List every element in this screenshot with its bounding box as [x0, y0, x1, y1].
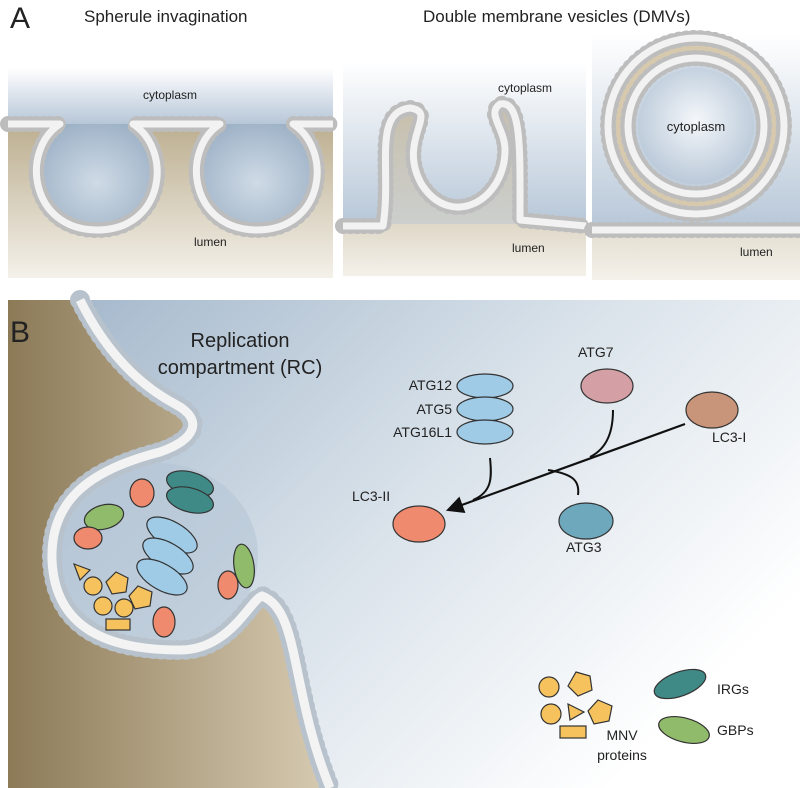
- legend-mnv-line2: proteins: [597, 747, 647, 763]
- legend-mnv-pentagon-1: [567, 671, 593, 697]
- atg3-branch: [547, 469, 580, 496]
- panel-b: B Replication compartment (RC) ATG12 ATG…: [8, 290, 800, 788]
- tile-dmv-closed: cytoplasm lumen: [584, 30, 800, 280]
- lc3-ii-protein: [392, 505, 446, 543]
- atg7-protein: [580, 368, 634, 404]
- tile-dmv-forming: cytoplasm lumen: [335, 62, 594, 276]
- lc3-ii-label: LC3-II: [352, 488, 390, 504]
- tile3-lumen: lumen: [740, 245, 773, 259]
- tile-spherule: cytoplasm lumen: [0, 68, 341, 278]
- rc-gbp-2: [233, 543, 255, 589]
- spherule-1: [38, 124, 155, 231]
- atg3-protein: [558, 502, 614, 540]
- lc3-i-label: LC3-I: [712, 429, 746, 445]
- atg7-label: ATG7: [578, 344, 614, 360]
- atg12-label: ATG12: [409, 377, 453, 393]
- spherule-2: [198, 124, 315, 231]
- lc3-i-protein: [685, 391, 739, 429]
- atg3-label: ATG3: [566, 539, 602, 555]
- panel-a-letter: A: [10, 2, 30, 35]
- tile1-cytoplasm: cytoplasm: [143, 88, 197, 102]
- rc-irg-2: [166, 486, 214, 514]
- rc-lc3-2: [73, 526, 103, 550]
- lc3-conjugation-arrow: [445, 422, 686, 514]
- tile2-lumen: lumen: [512, 241, 545, 255]
- rc-atg-3: [136, 558, 188, 596]
- legend-mnv-rect: [559, 725, 587, 739]
- atg7-branch: [589, 409, 614, 458]
- rc-mnv-triangle: [72, 562, 92, 582]
- tile2-cytoplasm: cytoplasm: [498, 81, 552, 95]
- rc-lc3-4: [152, 606, 176, 638]
- legend-mnv-circle-1: [538, 676, 560, 698]
- rc-mnv-pentagon-1: [105, 571, 129, 595]
- atg5-protein: [456, 396, 514, 422]
- rc-gbp-1: [83, 503, 125, 531]
- rc-title-line1: Replication: [191, 330, 290, 352]
- rc-mnv-circle-3: [114, 598, 134, 618]
- rc-mnv-rect: [105, 618, 131, 631]
- rc-mnv-circle-1: [83, 576, 103, 596]
- atg16l1-label: ATG16L1: [393, 424, 452, 440]
- legend-mnv-pentagon-2: [587, 699, 613, 725]
- legend-mnv-line1: MNV: [606, 727, 638, 743]
- atg12-protein: [456, 373, 514, 399]
- rc-lc3-1: [129, 478, 155, 508]
- legend: [538, 668, 710, 745]
- atg16l1-branch: [472, 457, 492, 501]
- rc-protein-cluster: [72, 470, 255, 638]
- conjugation-pathway: ATG12 ATG5 ATG16L1 ATG7 LC3-I LC3-II ATG…: [352, 344, 746, 555]
- rc-mnv-circle-2: [93, 596, 113, 616]
- tile3-cytoplasm: cytoplasm: [667, 119, 726, 134]
- panel-b-letter: B: [10, 316, 30, 349]
- dmv-forming-lumen: [343, 103, 586, 276]
- atg5-label: ATG5: [416, 401, 452, 417]
- legend-gbp-shape: [658, 715, 710, 745]
- legend-gbps-label: GBPs: [717, 722, 754, 738]
- heading-dmvs: Double membrane vesicles (DMVs): [423, 7, 690, 26]
- heading-spherule: Spherule invagination: [84, 7, 248, 26]
- tile1-lumen: lumen: [194, 235, 227, 249]
- atg16l1-protein: [456, 419, 514, 445]
- legend-mnv-circle-2: [540, 703, 562, 725]
- legend-irgs-label: IRGs: [717, 681, 749, 697]
- rc-lumen: [8, 300, 330, 788]
- legend-irg-shape: [653, 668, 707, 700]
- rc-mnv-pentagon-2: [128, 585, 153, 610]
- rc-lc3-3: [217, 570, 239, 600]
- rc-title-line2: compartment (RC): [158, 357, 322, 379]
- legend-mnv-triangle: [567, 702, 586, 721]
